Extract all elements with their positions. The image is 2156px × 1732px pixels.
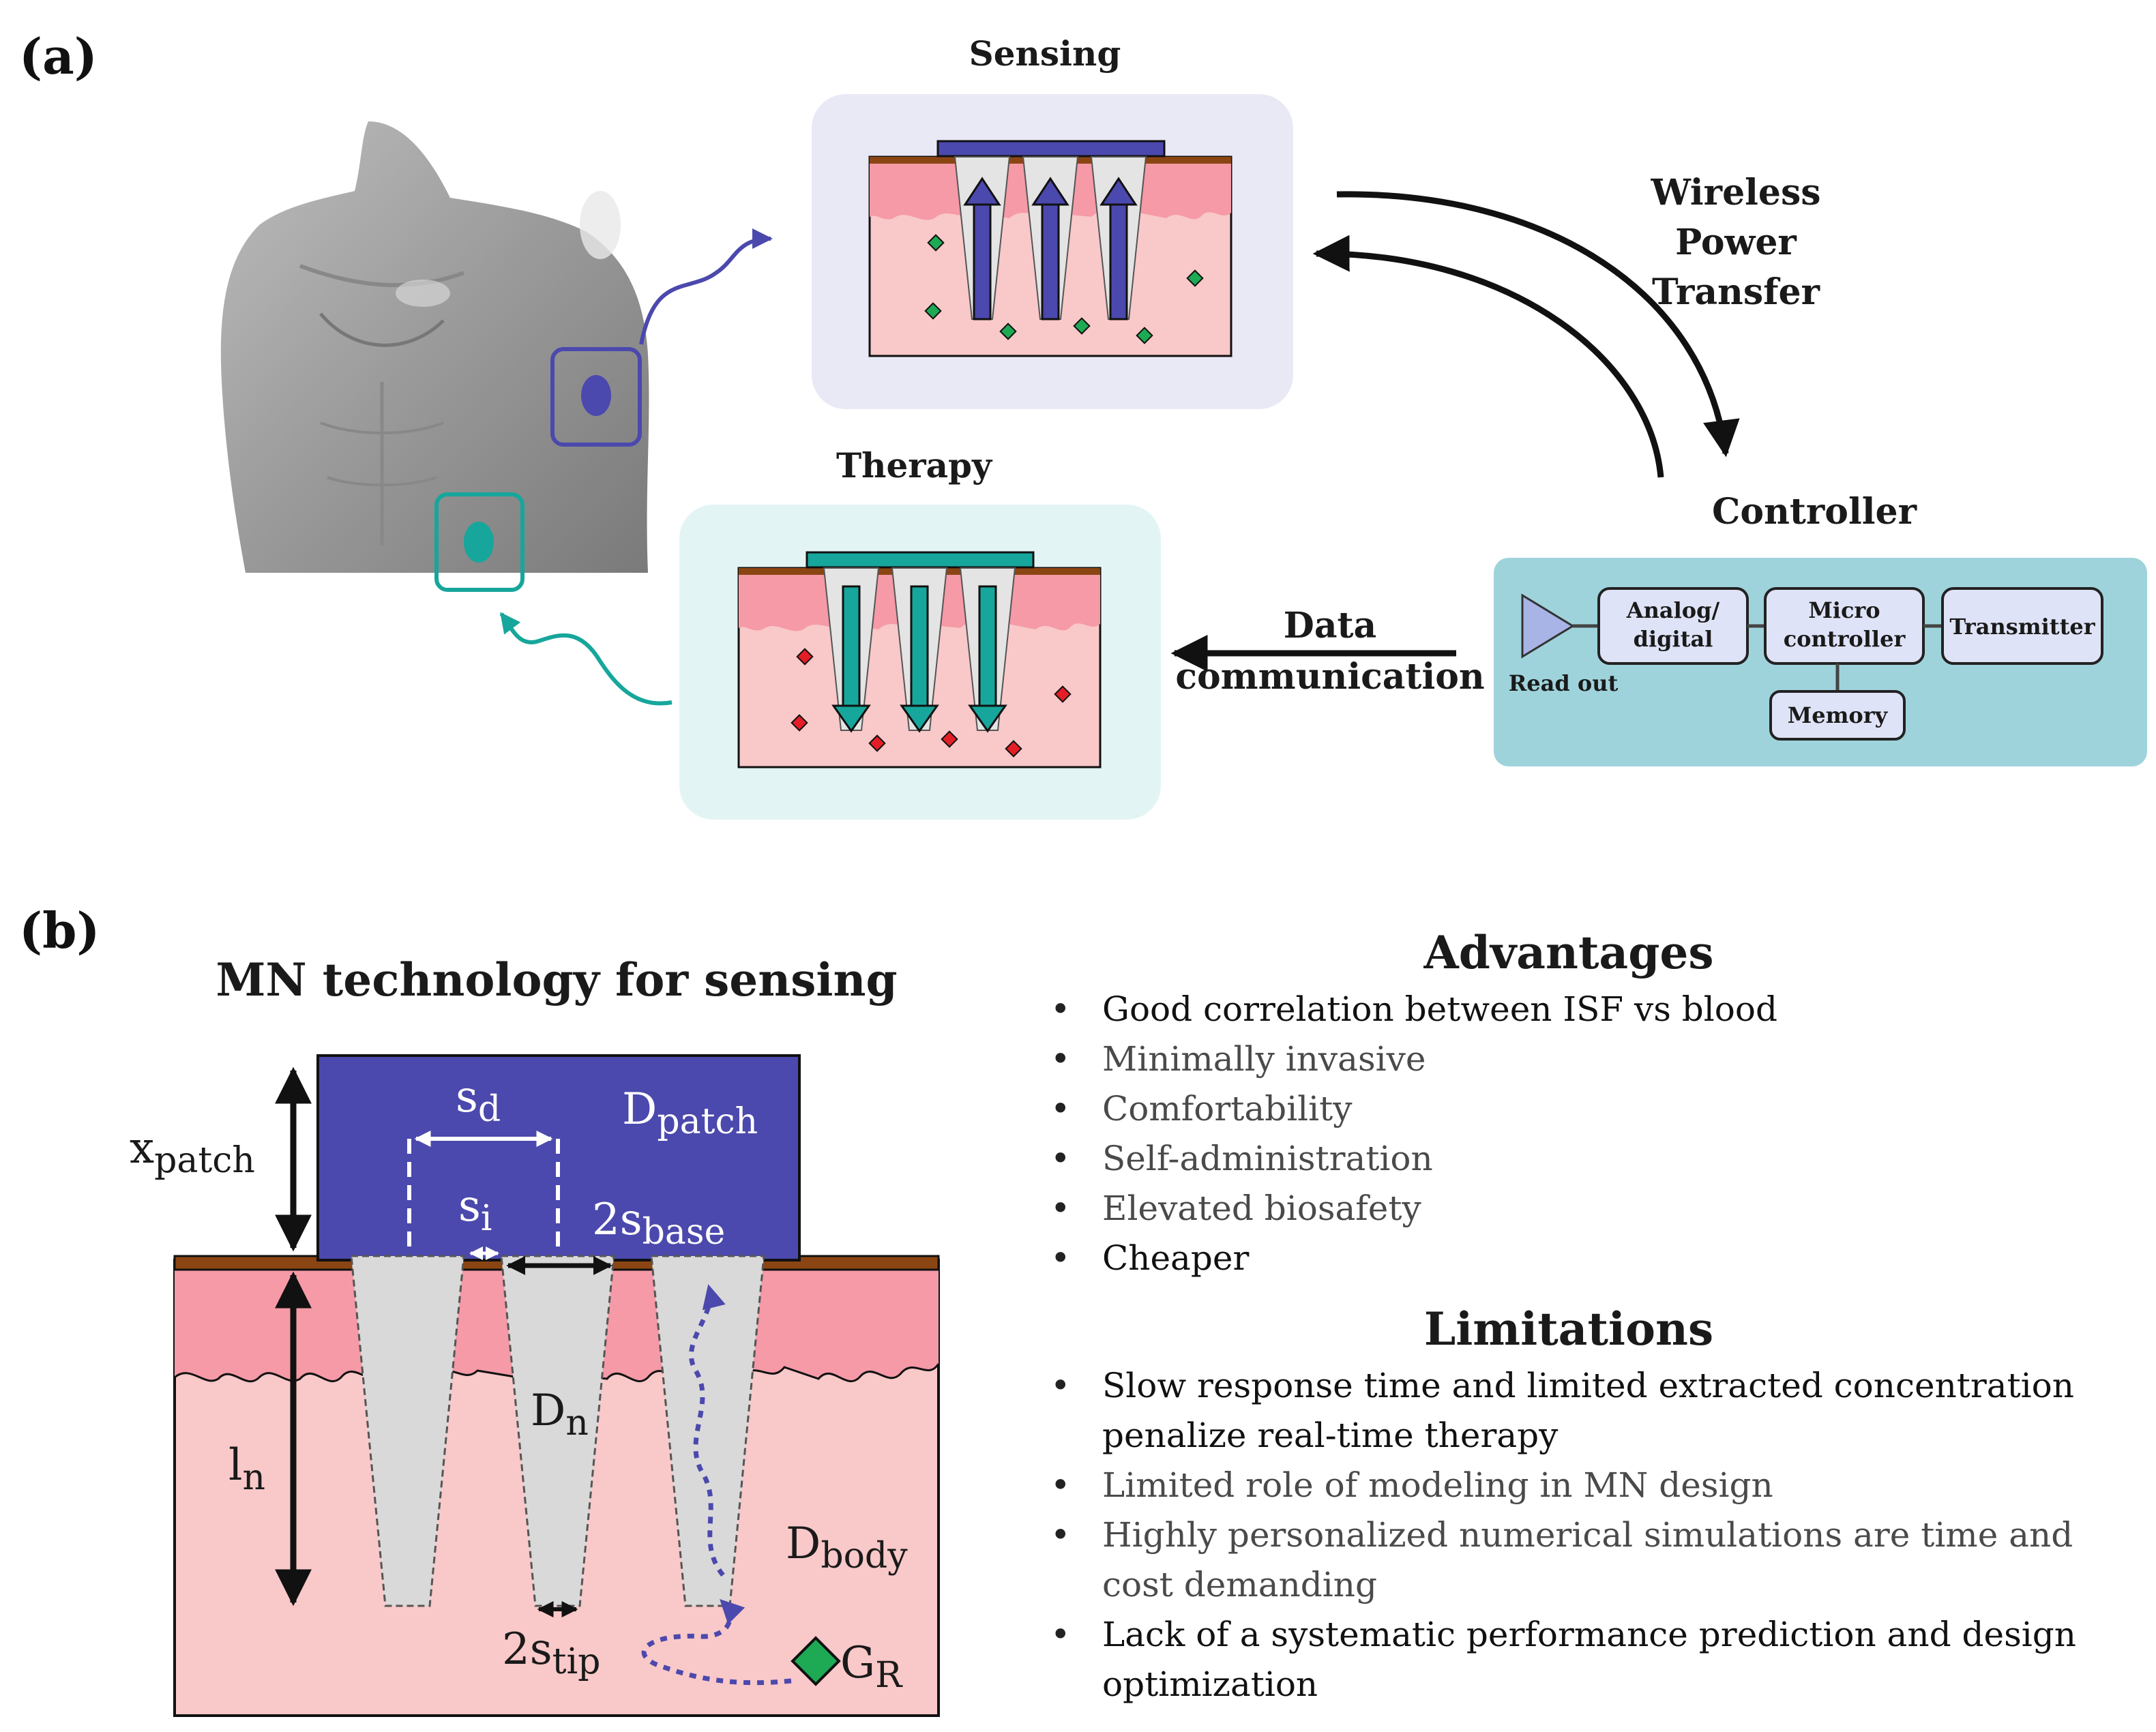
advantage-item: Good correlation between ISF vs blood	[1037, 985, 2128, 1034]
readout-amplifier-icon	[1521, 593, 1575, 659]
limitation-item: Limited role of modeling in MN design	[1037, 1461, 2128, 1510]
therapy-link-arrow	[499, 612, 673, 706]
therapy-skin-schematic	[737, 551, 1102, 768]
limitations-title: Limitations	[1423, 1302, 1714, 1356]
readout-label: Read out	[1509, 670, 1619, 696]
limitation-item: Highly personalized numerical simulation…	[1037, 1510, 2128, 1610]
symbol-2s-tip: 2stip	[502, 1624, 600, 1682]
data-comm-label-line1: Data	[1284, 605, 1377, 646]
sensing-link-arrow	[639, 228, 773, 345]
glucose-molecule-icon	[791, 1636, 841, 1686]
arm-sensing-patch-frame	[550, 347, 642, 447]
symbol-d-patch: Dpatch	[622, 1084, 758, 1142]
sensing-skin-schematic	[868, 140, 1232, 357]
symbol-l-n: ln	[228, 1440, 265, 1498]
symbol-s-d: sd	[456, 1072, 501, 1130]
memory-label: Memory	[1788, 702, 1889, 728]
mn-sensing-schematic	[173, 1054, 940, 1717]
advantages-limitations-section: Advantages Good correlation between ISF …	[1037, 927, 2128, 1709]
abdomen-therapy-patch-frame	[434, 492, 525, 592]
advantage-item: Self-administration	[1037, 1134, 2128, 1184]
advantage-item: Minimally invasive	[1037, 1034, 2128, 1084]
adc-label-line1: Analog/	[1626, 597, 1720, 623]
symbol-g-r: GR	[840, 1638, 903, 1696]
panel-b-label: (b)	[19, 901, 100, 959]
limitation-item: Lack of a systematic performance predict…	[1037, 1610, 2128, 1709]
wireless-arrow-down	[1336, 191, 1740, 458]
transmitter-label: Transmitter	[1949, 614, 2095, 640]
abdomen-therapy-patch	[464, 522, 494, 563]
controller-blocks: Read out Analog/ digital Micro controlle…	[1509, 587, 2103, 741]
symbol-2s-base: 2sbase	[592, 1195, 725, 1253]
limitations-list: Slow response time and limited extracted…	[1037, 1361, 2128, 1709]
panel-b-title: MN technology for sensing	[216, 953, 897, 1006]
adc-label-line2: digital	[1634, 626, 1713, 652]
advantage-item: Comfortability	[1037, 1084, 2128, 1134]
advantages-list: Good correlation between ISF vs blood Mi…	[1037, 985, 2128, 1283]
torso-illustration	[220, 121, 649, 573]
panel-a-label: (a)	[19, 27, 98, 85]
wireless-label-line1: Wireless	[1650, 172, 1820, 213]
symbol-s-i: si	[458, 1181, 492, 1239]
wireless-arrow-up	[1312, 235, 1664, 478]
micro-label-line2: controller	[1784, 626, 1906, 652]
sensing-title: Sensing	[969, 33, 1121, 74]
therapy-title: Therapy	[836, 445, 993, 486]
symbol-d-body: Dbody	[786, 1519, 908, 1577]
data-comm-label-line2: communication	[1175, 656, 1484, 698]
wireless-label-line2: Power	[1675, 222, 1797, 263]
wireless-label-line3: Transfer	[1652, 271, 1820, 313]
symbol-x-patch: xpatch	[130, 1123, 255, 1181]
symbol-d-n: Dn	[531, 1386, 589, 1444]
mn-symbol-labels: xpatch sd Dpatch si 2sbase Dn ln Dbody 2…	[130, 1072, 908, 1696]
controller-title: Controller	[1712, 491, 1917, 533]
arm-sensing-patch	[581, 375, 611, 416]
micro-label-line1: Micro	[1808, 597, 1880, 623]
advantage-item: Elevated biosafety	[1037, 1184, 2128, 1234]
limitation-item: Slow response time and limited extracted…	[1037, 1361, 2128, 1461]
advantages-title: Advantages	[1423, 926, 1714, 979]
advantage-item: Cheaper	[1037, 1234, 2128, 1283]
